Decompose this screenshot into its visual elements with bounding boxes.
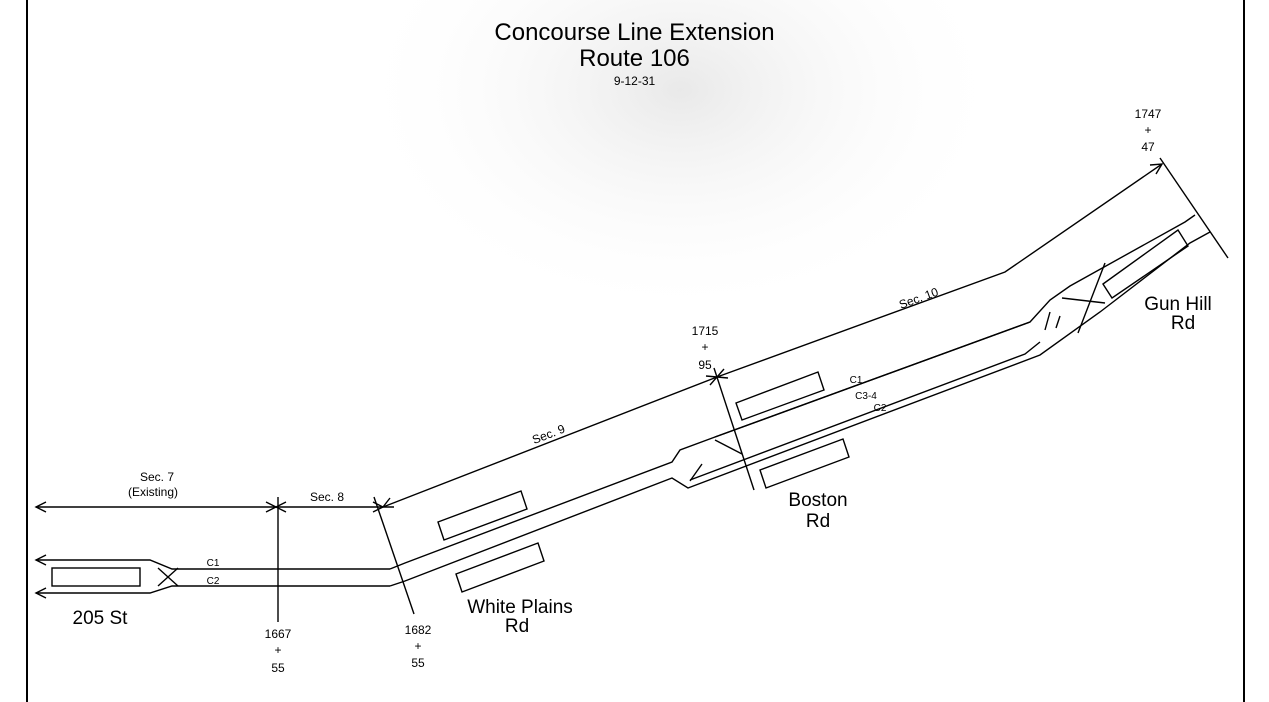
stationing-1715-c: 95 [698,358,712,372]
platform-205st [51,567,141,587]
track-c2-left-end [36,585,390,594]
track-label-c2-right: C2 [874,403,887,414]
sec9-dimension-line [382,376,718,508]
crossover-gunhill-a [1061,297,1106,304]
platform-white-plains-south [455,542,545,593]
stationing-1667-a: 1667 [265,627,292,641]
platform-gun-hill [1102,228,1189,299]
stationing-1747-b: + [1144,123,1151,137]
track-c1-left-end [36,559,390,570]
platform-boston-north [735,371,825,421]
arrowhead-sec8-left [274,501,287,513]
track-c34-lower [689,341,1041,481]
switch-gunhill-a [1044,311,1051,331]
stationing-1715-a: 1715 [692,324,719,338]
station-gun-hill-line1: Gun Hill [1144,294,1212,315]
stationing-1682-c: 55 [411,656,425,670]
station-205st: 205 St [73,608,129,629]
track-label-c1-left: C1 [207,558,220,569]
station-white-plains-line2: Rd [505,616,529,637]
sec8-label: Sec. 8 [310,490,344,504]
sec10-dimension-line [716,163,1163,378]
diagram-subtitle: Route 106 [579,45,690,72]
track-label-c2-left: C2 [207,576,220,587]
diagram-date: 9-12-31 [613,74,656,88]
arrowhead-c2-left [34,587,47,599]
stationing-1747-c: 47 [1141,140,1155,154]
sec7-label: Sec. 7 [140,470,174,484]
track-label-c1-right: C1 [850,375,863,386]
diagram-title: Concourse Line Extension [494,19,775,46]
stationing-1715-b: + [701,340,708,354]
arrowhead-c1-left [34,554,47,566]
platform-boston-south [759,438,850,489]
arrowhead-sec9-left [381,497,394,508]
stationing-1682-a: 1682 [405,623,432,637]
station-line-1715 [713,367,755,491]
switch-gunhill-b [1055,315,1061,329]
station-boston-line2: Rd [806,511,830,532]
arrowhead-sec10-right [1149,163,1164,175]
station-boston-line1: Boston [788,490,847,511]
stationing-1667-b: + [274,643,281,657]
station-white-plains-line1: White Plains [467,597,573,618]
crossover-205st-b [157,567,179,587]
station-line-1682 [373,496,415,615]
track-c34 [714,321,1031,438]
arrowhead-sec7-left [34,501,47,513]
sec10-label: Sec. 10 [897,285,940,312]
background-glow [350,0,1010,320]
platform-white-plains-north [437,490,528,541]
sec7-note: (Existing) [128,485,178,499]
track-label-c34: C3-4 [855,391,877,402]
switch-boston-b [689,463,703,482]
station-gun-hill-line2: Rd [1171,313,1195,334]
stationing-1747-a: 1747 [1135,107,1162,121]
stationing-1667-c: 55 [271,661,285,675]
stationing-1682-b: + [414,639,421,653]
crossover-gunhill-b [1077,262,1106,334]
station-line-1747 [1159,157,1229,259]
switch-boston-a [714,439,743,455]
